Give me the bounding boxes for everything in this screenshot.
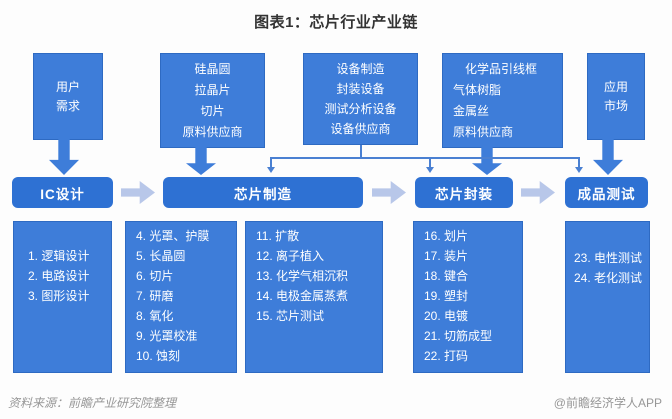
box-line: 化学品引线框 — [465, 61, 538, 76]
stage-chip-manufacturing: 芯片制造 — [163, 177, 363, 208]
list-ic-design-steps: 1. 逻辑设计 2. 电路设计 3. 图形设计 — [13, 221, 112, 373]
stage-final-testing: 成品测试 — [565, 177, 648, 208]
connector-line — [270, 157, 272, 168]
box-line: 测试分析设备 — [324, 102, 397, 116]
box-line: 原料供应商 — [182, 124, 243, 139]
box-user-demand: 用户 需求 — [33, 53, 103, 140]
chevron-right-icon — [121, 181, 155, 204]
list-item: 14. 电极金属蒸煮 — [256, 289, 349, 303]
box-line: 硅晶圆 — [194, 61, 231, 76]
list-item: 1. 逻辑设计 — [28, 249, 90, 263]
list-manufacturing-steps-a: 4. 光罩、护膜 5. 长晶圆 6. 切片 7. 研磨 8. 氧化 9. 光罩校… — [125, 221, 237, 373]
list-item: 11. 扩散 — [256, 229, 300, 243]
list-item: 8. 氧化 — [136, 309, 174, 323]
small-arrow-icon — [266, 167, 275, 173]
list-item: 16. 划片 — [424, 229, 469, 243]
stage-ic-design: IC设计 — [12, 177, 113, 208]
connector-line — [270, 157, 579, 159]
list-testing-steps: 23. 电性测试 24. 老化测试 — [565, 221, 650, 373]
list-item: 18. 键合 — [424, 269, 469, 283]
list-item: 7. 研磨 — [136, 289, 174, 303]
box-line: 用户 — [55, 79, 80, 94]
list-item: 10. 蚀刻 — [136, 349, 181, 363]
box-line: 需求 — [55, 98, 80, 113]
brand-credit: @前瞻经济学人APP — [553, 396, 662, 410]
connector-line — [429, 157, 431, 168]
list-item: 6. 切片 — [136, 269, 174, 283]
box-line: 拉晶片 — [194, 82, 231, 97]
down-arrow-icon — [472, 147, 502, 175]
down-arrow-icon — [49, 139, 79, 175]
box-application-market: 应用 市场 — [587, 53, 645, 140]
box-line: 设备供应商 — [330, 122, 391, 136]
chevron-right-icon — [372, 181, 406, 204]
box-packaging-material-supplier: 化学品引线框 气体树脂 金属丝 原料供应商 — [442, 53, 563, 148]
box-equipment-supplier: 设备制造 封装设备 测试分析设备 设备供应商 — [303, 53, 418, 145]
small-arrow-icon — [425, 167, 434, 173]
box-line: 市场 — [603, 98, 628, 113]
list-item: 20. 电镀 — [424, 309, 469, 323]
connector-line — [578, 157, 580, 168]
list-item: 24. 老化测试 — [574, 271, 643, 285]
list-item: 12. 离子植入 — [256, 249, 325, 263]
chevron-right-icon — [521, 181, 555, 204]
box-line: 气体树脂 — [453, 82, 502, 97]
box-line: 切片 — [200, 103, 225, 118]
list-item: 5. 长晶圆 — [136, 249, 186, 263]
small-arrow-icon — [574, 167, 583, 173]
list-item: 13. 化学气相沉积 — [256, 269, 349, 283]
box-line: 设备制造 — [336, 62, 385, 76]
box-line: 应用 — [603, 79, 628, 94]
list-item: 17. 装片 — [424, 249, 469, 263]
list-manufacturing-steps-b: 11. 扩散 12. 离子植入 13. 化学气相沉积 14. 电极金属蒸煮 15… — [245, 221, 383, 373]
list-item: 4. 光罩、护膜 — [136, 229, 210, 243]
data-source-note: 资料来源：前瞻产业研究院整理 — [8, 396, 177, 410]
list-item: 23. 电性测试 — [574, 251, 643, 265]
box-wafer-material-supplier: 硅晶圆 拉晶片 切片 原料供应商 — [160, 53, 265, 148]
connector-line — [360, 145, 362, 158]
list-item: 19. 塑封 — [424, 289, 469, 303]
box-line: 封装设备 — [336, 82, 385, 96]
list-item: 21. 切筋成型 — [424, 329, 493, 343]
down-arrow-icon — [593, 139, 623, 175]
down-arrow-icon — [186, 147, 216, 175]
list-item: 9. 光罩校准 — [136, 329, 198, 343]
page-title: 图表1：芯片行业产业链 — [254, 14, 418, 31]
stage-chip-packaging: 芯片封装 — [415, 177, 513, 208]
list-item: 15. 芯片测试 — [256, 309, 325, 323]
box-line: 原料供应商 — [453, 124, 514, 139]
list-item: 3. 图形设计 — [28, 289, 90, 303]
list-packaging-steps: 16. 划片 17. 装片 18. 键合 19. 塑封 20. 电镀 21. 切… — [413, 221, 523, 373]
box-line: 金属丝 — [453, 103, 490, 118]
list-item: 2. 电路设计 — [28, 269, 90, 283]
list-item: 22. 打码 — [424, 349, 469, 363]
